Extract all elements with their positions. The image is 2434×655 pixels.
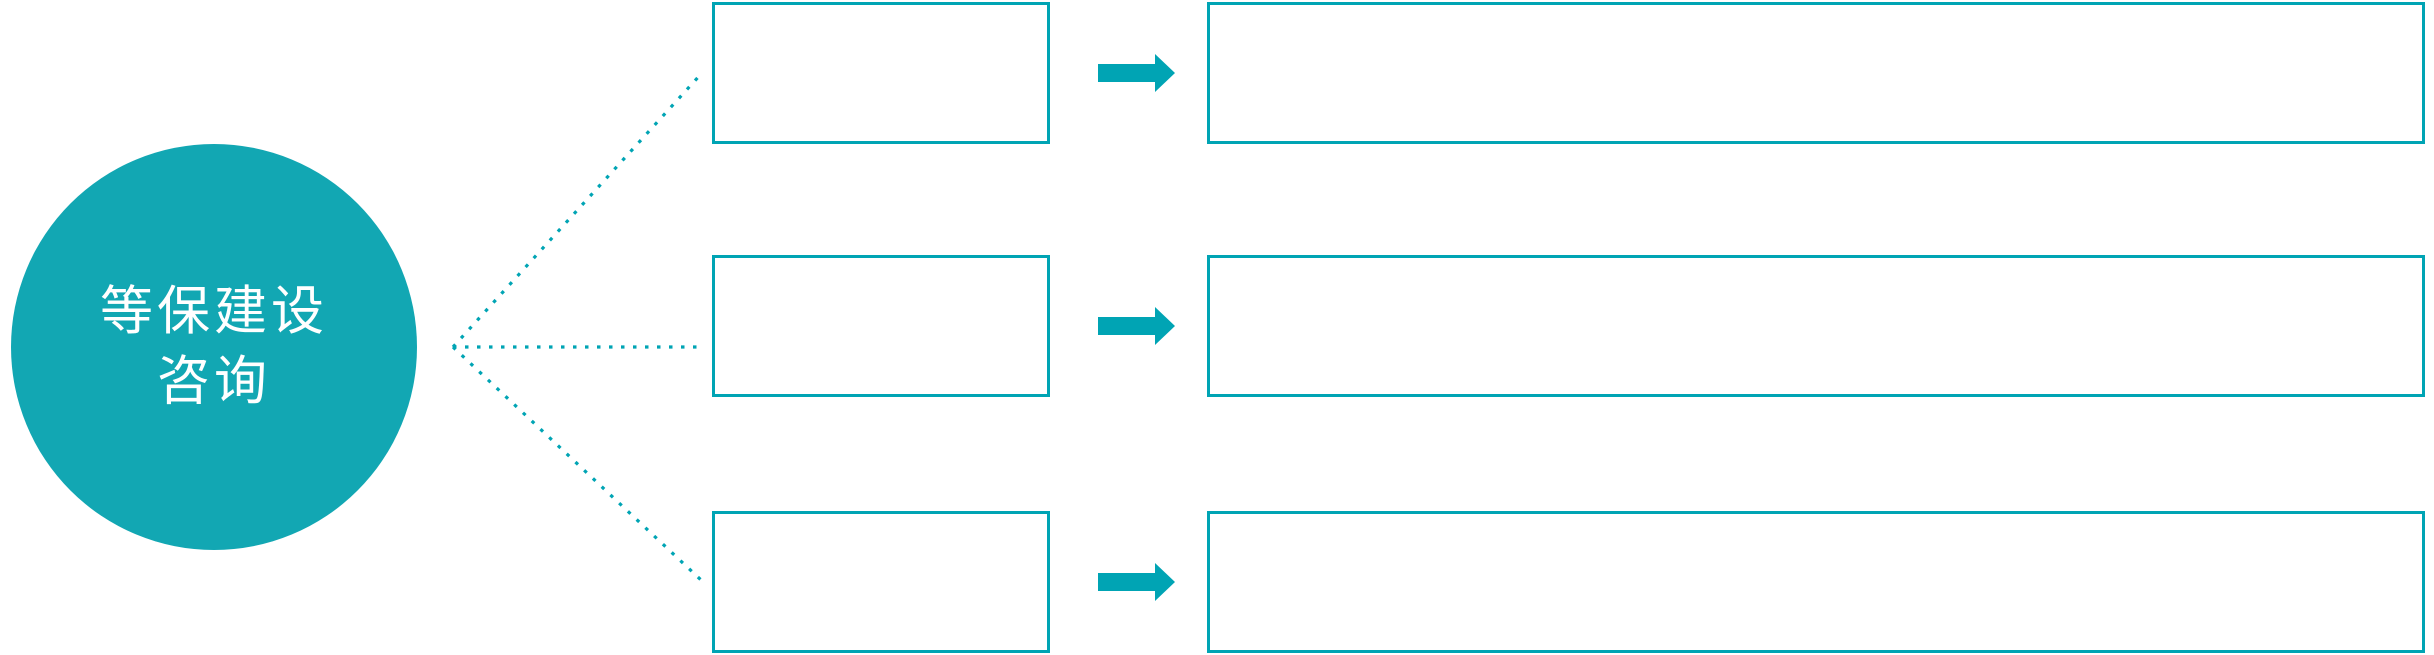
step-box-2-label <box>715 258 1047 394</box>
step-box-3-label <box>715 514 1047 650</box>
connector-bottom-icon <box>451 345 703 582</box>
step-box-1 <box>712 2 1050 144</box>
arrow-right-icon <box>1098 563 1175 601</box>
root-node-label-line1: 等保建设 <box>100 282 328 342</box>
detail-box-3-label <box>1210 514 2422 650</box>
step-box-3 <box>712 511 1050 653</box>
detail-box-2-label <box>1210 258 2422 394</box>
detail-box-1 <box>1207 2 2425 144</box>
detail-box-2 <box>1207 255 2425 397</box>
arrow-right-icon <box>1098 307 1175 345</box>
connector-top-icon <box>451 72 703 349</box>
detail-box-1-label <box>1210 5 2422 141</box>
root-node-circle: 等保建设 咨询 <box>11 144 417 550</box>
arrow-right-icon <box>1098 54 1175 92</box>
detail-box-3 <box>1207 511 2425 653</box>
root-node-label-line2: 咨询 <box>157 352 271 411</box>
step-box-1-label <box>715 5 1047 141</box>
step-box-2 <box>712 255 1050 397</box>
